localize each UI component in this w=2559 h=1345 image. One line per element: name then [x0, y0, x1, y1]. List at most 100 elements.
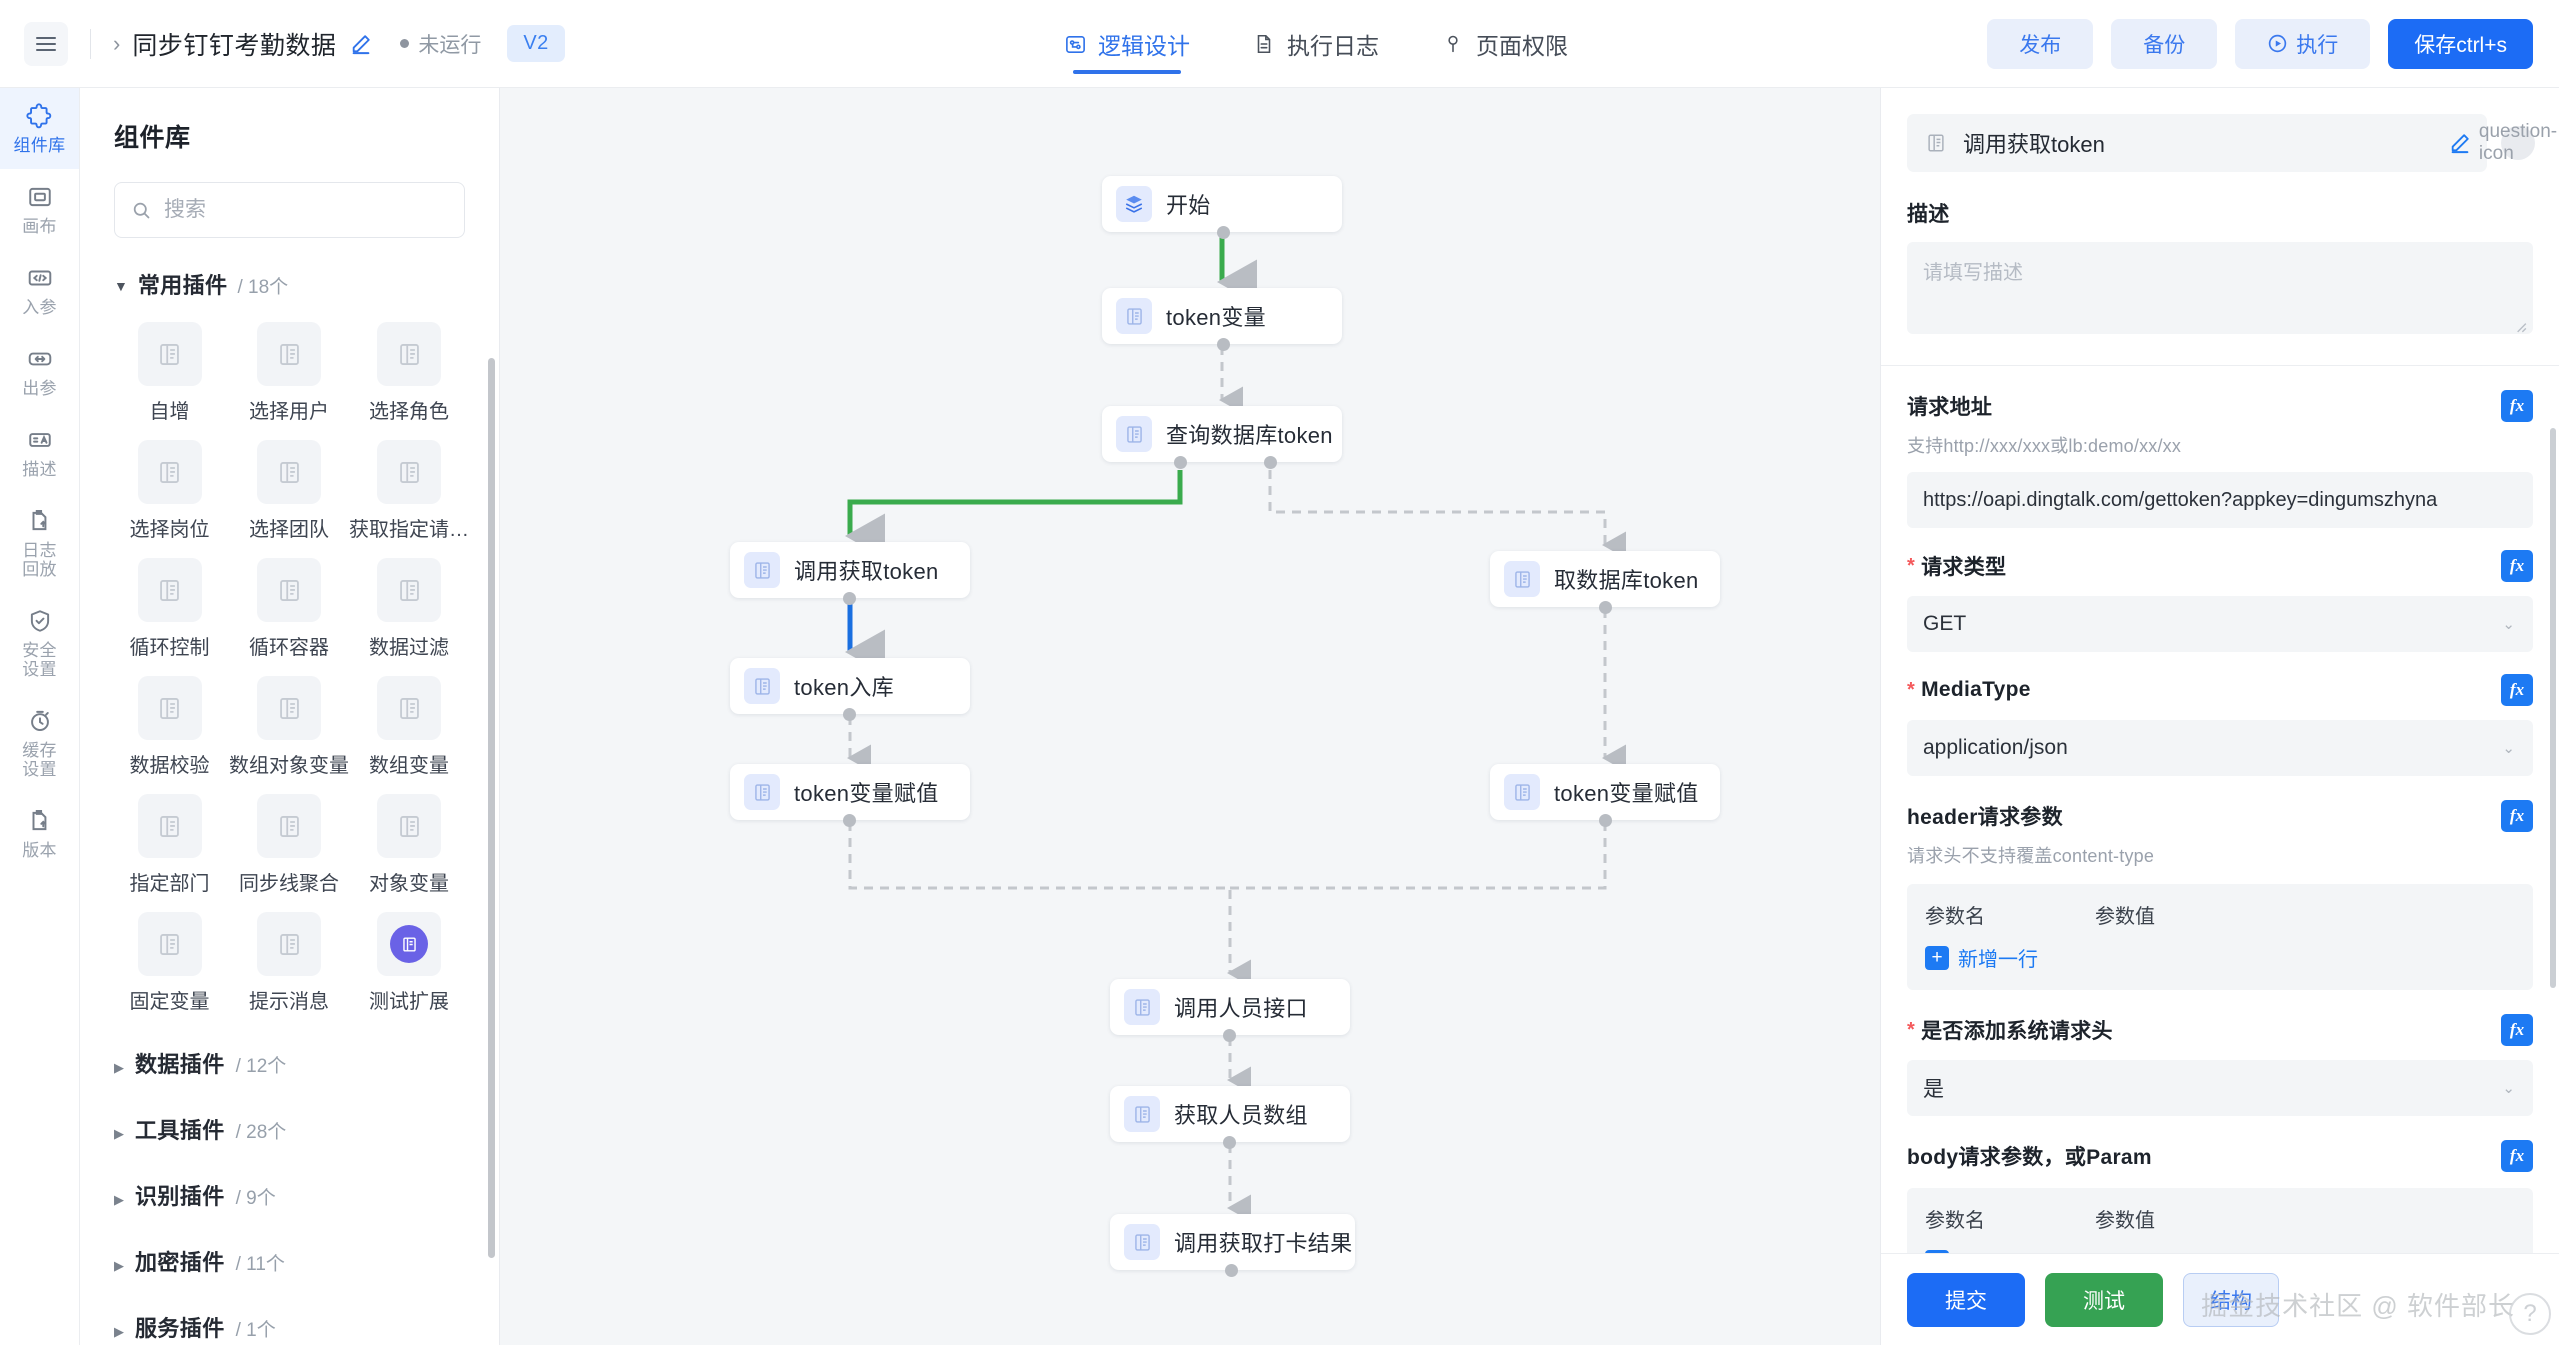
plugin-item[interactable]: 选择岗位 — [110, 440, 229, 548]
rail-item-log-replay[interactable]: 日志 回放 — [0, 493, 79, 593]
test-button[interactable]: 测试 — [2045, 1272, 2163, 1327]
request-method-select[interactable]: GET ⌄ — [1907, 596, 2533, 652]
rail-item-canvas[interactable]: 画布 — [0, 169, 79, 250]
node-port-out[interactable] — [1217, 338, 1230, 351]
search-input[interactable] — [164, 198, 448, 222]
node-port-out[interactable] — [843, 592, 856, 605]
plugin-item[interactable]: 同步线聚合 — [229, 794, 349, 902]
node-port-out-right[interactable] — [1264, 456, 1277, 469]
add-body-row-button[interactable]: + 新增一行 — [1925, 1247, 2515, 1253]
category-row-tools[interactable]: ▶ 工具插件 / 28个 — [80, 1096, 499, 1162]
plugin-item[interactable]: 提示消息 — [229, 912, 349, 1020]
flow-node-token-assign-left[interactable]: token变量赋值 — [730, 764, 970, 827]
node-port-out[interactable] — [1225, 1264, 1238, 1277]
plugin-item[interactable]: 固定变量 — [110, 912, 229, 1020]
flow-node-call-get-token[interactable]: 调用获取token — [730, 542, 970, 605]
log-replay-icon — [26, 507, 54, 535]
fx-button[interactable]: fx — [2501, 800, 2533, 832]
plugin-label: 循环控制 — [129, 637, 210, 659]
pencil-icon[interactable] — [2449, 132, 2471, 154]
rail-item-output-params[interactable]: 出参 — [0, 331, 79, 412]
node-port-out[interactable] — [843, 814, 856, 827]
properties-scroll[interactable]: 调用获取token question-icon 描述 — [1881, 88, 2559, 1253]
plugin-icon — [1116, 416, 1152, 452]
rail-item-version[interactable]: 版本 — [0, 793, 79, 874]
plugin-item[interactable]: 数组变量 — [349, 676, 469, 784]
flow-canvas[interactable]: 开始 token变量 查询数据库token 调用获取token — [500, 88, 1880, 1345]
node-name-box[interactable]: 调用获取token — [1907, 114, 2487, 172]
node-port-out[interactable] — [1599, 601, 1612, 614]
plugin-item[interactable]: 选择团队 — [229, 440, 349, 548]
add-header-row-button[interactable]: + 新增一行 — [1925, 943, 2515, 972]
left-icon-rail: 组件库 画布 入参 — [0, 88, 80, 1345]
node-port-out-left[interactable] — [1174, 456, 1187, 469]
flow-node-token-insert[interactable]: token入库 — [730, 658, 970, 721]
plugin-item[interactable]: 循环控制 — [110, 558, 229, 666]
flow-node-token-assign-right[interactable]: token变量赋值 — [1490, 764, 1720, 827]
plugin-item[interactable]: 数组对象变量 — [229, 676, 349, 784]
flow-node-call-person-api[interactable]: 调用人员接口 — [1110, 979, 1350, 1042]
rail-item-input-params[interactable]: 入参 — [0, 250, 79, 331]
node-port-out[interactable] — [843, 708, 856, 721]
component-library-scroll[interactable]: ▼ 常用插件 / 18个 自增 选择用户 选择角色 选择岗位 选择团队 获取指定… — [80, 238, 499, 1345]
flow-node-start[interactable]: 开始 — [1102, 176, 1342, 239]
plugin-item[interactable]: 测试扩展 — [349, 912, 469, 1020]
rail-item-component-library[interactable]: 组件库 — [0, 88, 79, 170]
fx-button[interactable]: fx — [2501, 1014, 2533, 1046]
plugin-label: 自增 — [149, 401, 190, 423]
description-textarea[interactable] — [1907, 242, 2533, 334]
plugin-item[interactable]: 数据校验 — [110, 676, 229, 784]
hamburger-menu-icon[interactable] — [24, 21, 68, 66]
category-row-encryption[interactable]: ▶ 加密插件 / 11个 — [80, 1228, 499, 1294]
save-button[interactable]: 保存ctrl+s — [2388, 18, 2533, 69]
system-header-select[interactable]: 是 ⌄ — [1907, 1060, 2533, 1116]
category-header-common[interactable]: ▼ 常用插件 / 18个 — [80, 238, 499, 306]
submit-button[interactable]: 提交 — [1907, 1272, 2025, 1327]
node-port-out[interactable] — [1217, 226, 1230, 239]
tab-logic-design[interactable]: 逻辑设计 — [1063, 0, 1190, 88]
plugin-item[interactable]: 自增 — [110, 322, 229, 430]
rail-item-cache-settings[interactable]: 缓存 设置 — [0, 693, 79, 793]
tab-page-permission[interactable]: 页面权限 — [1441, 0, 1568, 88]
publish-button[interactable]: 发布 — [1987, 18, 2094, 69]
mediatype-select[interactable]: application/json ⌄ — [1907, 720, 2533, 776]
plugin-item[interactable]: 循环容器 — [229, 558, 349, 666]
plugin-item[interactable]: 获取指定请… — [349, 440, 469, 548]
fx-button[interactable]: fx — [2501, 674, 2533, 706]
category-row-data[interactable]: ▶ 数据插件 / 12个 — [80, 1030, 499, 1096]
node-port-out[interactable] — [1599, 814, 1612, 827]
flow-node-token-variable[interactable]: token变量 — [1102, 288, 1342, 351]
tab-execution-log[interactable]: 执行日志 — [1252, 0, 1379, 88]
fx-button[interactable]: fx — [2501, 1140, 2533, 1172]
category-row-recognition[interactable]: ▶ 识别插件 / 9个 — [80, 1162, 499, 1228]
fx-button[interactable]: fx — [2501, 390, 2533, 422]
request-url-input[interactable] — [1923, 488, 2517, 512]
run-button[interactable]: 执行 — [2235, 18, 2371, 69]
plugin-item[interactable]: 指定部门 — [110, 794, 229, 902]
category-row-service[interactable]: ▶ 服务插件 / 1个 — [80, 1294, 499, 1345]
rail-item-security-settings[interactable]: 安全 设置 — [0, 593, 79, 693]
fx-button[interactable]: fx — [2501, 550, 2533, 582]
flow-node-query-db-token[interactable]: 查询数据库token — [1102, 406, 1342, 469]
flow-node-get-punch-result[interactable]: 调用获取打卡结果 — [1110, 1214, 1355, 1277]
flow-node-get-person-array[interactable]: 获取人员数组 — [1110, 1086, 1350, 1149]
plugin-item[interactable]: 数据过滤 — [349, 558, 469, 666]
flow-node-take-db-token[interactable]: 取数据库token — [1490, 551, 1720, 614]
request-url-input-wrap[interactable] — [1907, 472, 2533, 528]
node-port-out[interactable] — [1223, 1136, 1236, 1149]
properties-scrollbar[interactable] — [2550, 428, 2556, 988]
pencil-icon[interactable] — [350, 33, 372, 55]
version-badge[interactable]: V2 — [507, 25, 565, 62]
category-count: / 28个 — [235, 1122, 287, 1143]
plugin-item[interactable]: 选择用户 — [229, 322, 349, 430]
rail-item-description[interactable]: 描述 — [0, 412, 79, 493]
plugin-item[interactable]: 对象变量 — [349, 794, 469, 902]
flow-node-label: 获取人员数组 — [1174, 1103, 1308, 1128]
structure-button[interactable]: 结构 — [2183, 1272, 2279, 1327]
backup-button[interactable]: 备份 — [2111, 18, 2218, 69]
node-port-out[interactable] — [1223, 1029, 1236, 1042]
question-icon[interactable]: question-icon — [2478, 121, 2558, 164]
search-box[interactable] — [114, 182, 465, 238]
component-library-scrollbar[interactable] — [488, 358, 495, 1258]
plugin-item[interactable]: 选择角色 — [349, 322, 469, 430]
